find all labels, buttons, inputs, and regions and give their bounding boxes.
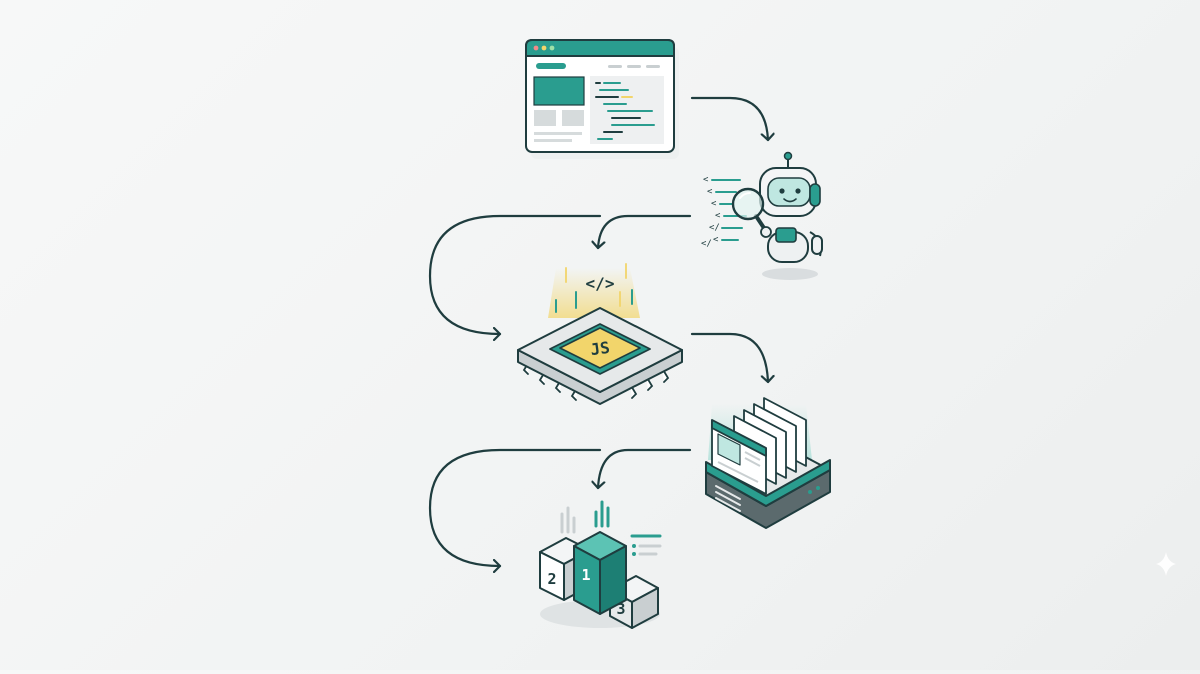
arrow-robot-to-chip-loop	[428, 214, 602, 334]
arrow-chip-to-server	[690, 332, 768, 384]
code-mark-7: </	[701, 239, 712, 249]
page-index-server-icon	[705, 397, 831, 529]
chip-code-symbol: </>	[586, 274, 615, 293]
code-mark-3: <	[711, 199, 717, 209]
indexed-page-cards	[711, 397, 807, 495]
arrow-robot-to-chip-direct	[598, 214, 692, 250]
arrow-server-to-podium-loop	[428, 448, 602, 566]
code-mark-1: <	[703, 175, 709, 185]
robot-crawler-icon: < < < < </ < </	[701, 151, 823, 280]
arrow-webpage-to-robot	[690, 96, 768, 142]
podium-second-label: 2	[547, 570, 556, 588]
robot-code-marks: < < < < </ < </	[701, 175, 721, 249]
code-mark-6: <	[713, 235, 719, 245]
podium-first-label: 1	[581, 566, 590, 584]
js-processor-chip-icon: </> JS	[517, 263, 683, 405]
code-mark-4: <	[715, 211, 721, 221]
arrow-server-to-podium-direct	[598, 448, 692, 490]
magnifying-glass-icon	[731, 187, 770, 236]
code-mark-5: </	[709, 223, 720, 233]
chip-js-label: JS	[589, 338, 611, 359]
sparkle-icon	[1156, 552, 1176, 576]
podium-ranking-lines	[630, 534, 662, 556]
podium-third-label: 3	[616, 600, 625, 618]
webpage-source-icon	[525, 39, 679, 159]
ranking-podium-icon: 1 2 3	[539, 500, 662, 629]
connector-arrows	[428, 96, 768, 566]
code-mark-2: <	[707, 187, 713, 197]
